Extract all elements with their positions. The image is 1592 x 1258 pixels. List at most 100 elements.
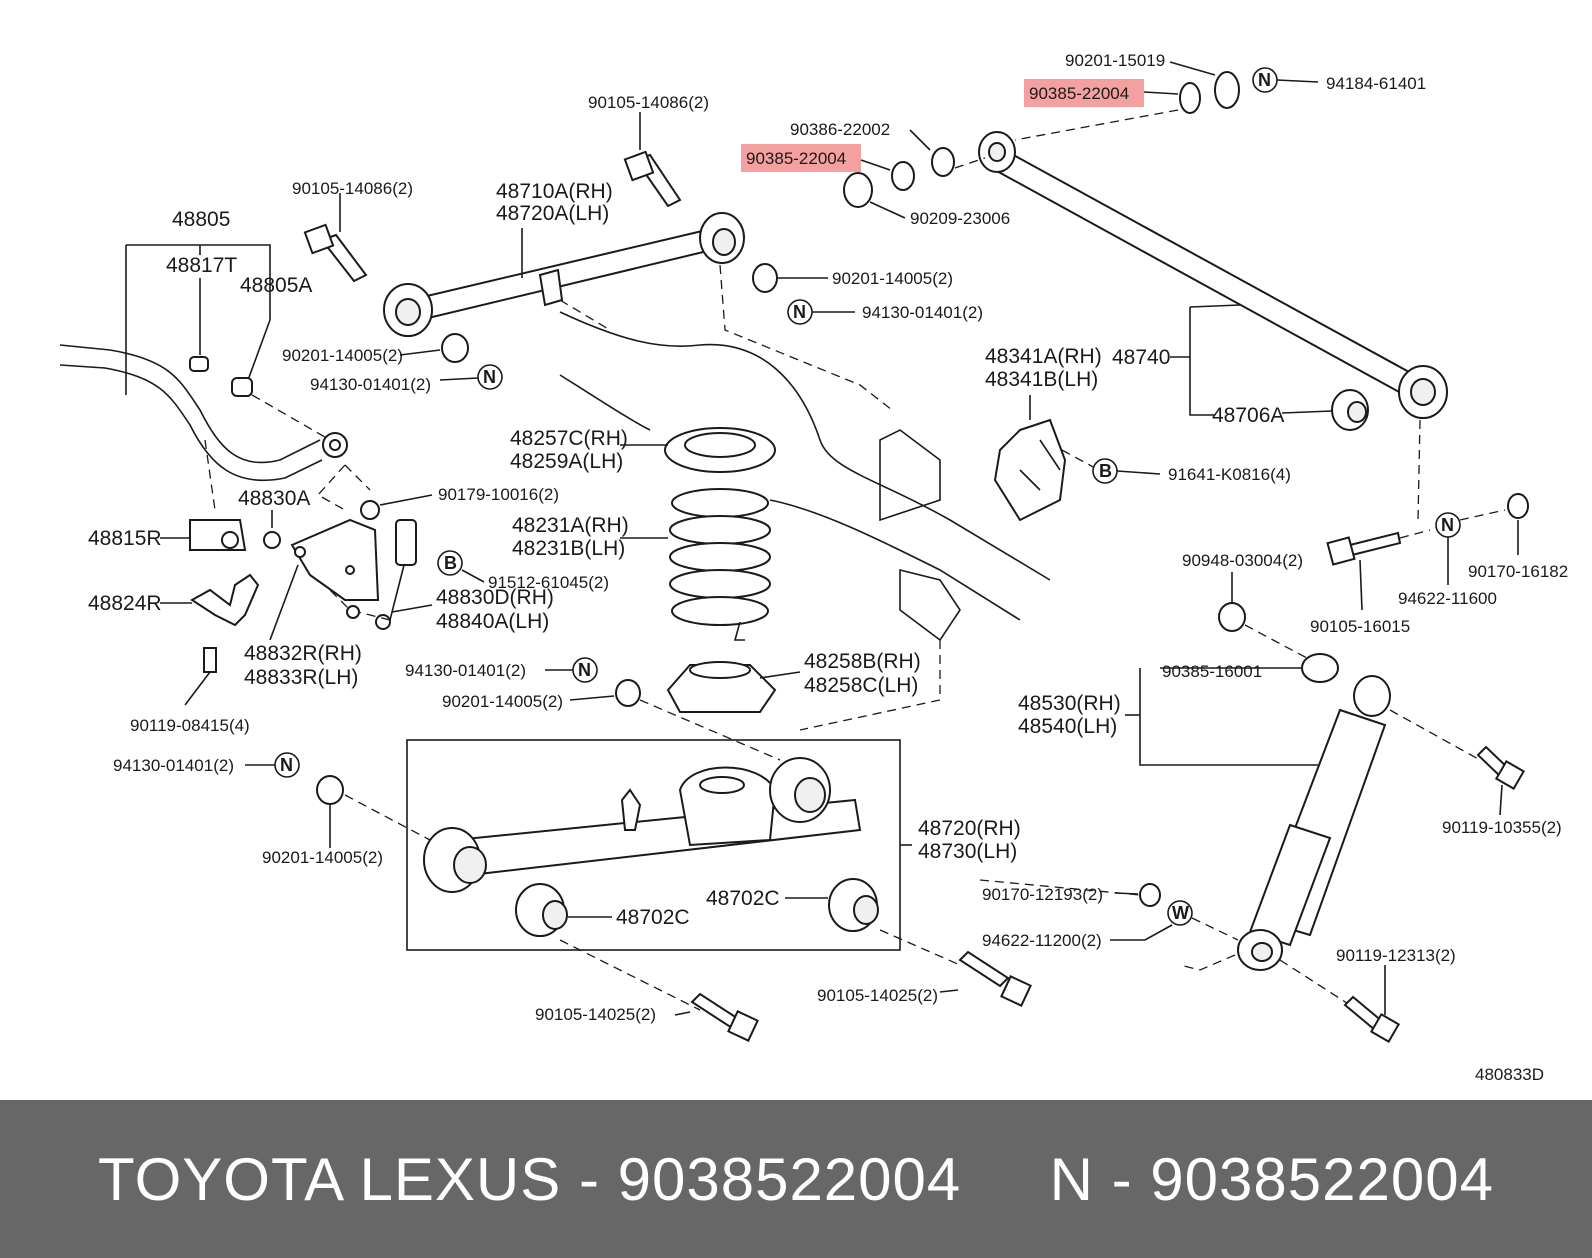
part-48530-shock-absorber: 90385-16001 48530(RH) 48540(LH) [1018, 653, 1481, 1006]
label-48710a: 48710A(RH) [496, 180, 613, 203]
label-48231a: 48231A(RH) [512, 514, 629, 537]
footer-bar: TOYOTA LEXUS - 9038522004 N - 9038522004 [0, 1100, 1592, 1258]
lower-arm-assembly-box: 48720(RH) 48730(LH) [406, 739, 1021, 951]
label-48840a: 48840A(LH) [436, 610, 549, 633]
part-90170-12193: 90170-12193(2) [979, 879, 1161, 907]
label-48832r: 48832R(RH) [244, 642, 362, 665]
part-90119-08415: 90119-08415(4) [130, 647, 250, 735]
circle-n-c: N [483, 367, 496, 387]
highlight-90385-22004-a [1024, 79, 1144, 107]
bolt-90105-16015: 90105-16015 [1310, 529, 1431, 636]
part-90105-14086-b: 90105-14086(2) [292, 179, 413, 283]
label-90105-14025-b: 90105-14025(2) [817, 986, 938, 1005]
nut-94622-11200: W 94622-11200(2) [982, 900, 1239, 950]
label-90201-15019: 90201-15019 [1065, 51, 1165, 70]
circle-n-94184: N [1258, 70, 1271, 90]
label-90119-08415: 90119-08415(4) [130, 716, 250, 735]
nut-94184: N 94184-61401 [1252, 67, 1426, 93]
label-94622-11200: 94622-11200(2) [982, 931, 1102, 950]
label-90209: 90209-23006 [910, 209, 1010, 228]
washer-90201-d: 90201-14005(2) [442, 679, 781, 761]
label-48805: 48805 [172, 208, 230, 231]
label-90948: 90948-03004(2) [1182, 551, 1303, 570]
circle-n-94622: N [1441, 515, 1454, 535]
label-90201-14005-d: 90201-14005(2) [442, 692, 563, 711]
circle-w-94622: W [1172, 903, 1189, 923]
part-48740-lateral-rod: 48740 48706A [978, 131, 1448, 521]
part-48231a-coil-spring: 48231A(RH) 48231B(LH) [512, 488, 771, 641]
label-48231b: 48231B(LH) [512, 537, 625, 560]
label-90170-12193: 90170-12193(2) [982, 885, 1103, 904]
part-48710a: 48710A(RH) 48720A(LH) [383, 180, 893, 411]
part-90105-14086-a: 90105-14086(2) [588, 93, 709, 208]
label-94130-01401-d: 94130-01401(2) [405, 661, 526, 680]
label-group-48805: 48805 48817T 48805A [125, 208, 331, 511]
label-90201-14005-e: 90201-14005(2) [262, 848, 383, 867]
label-48258c: 48258C(LH) [804, 674, 918, 697]
label-48815r: 48815R [88, 527, 162, 550]
label-48702c-a: 48702C [616, 906, 690, 929]
part-48830d: 48830D(RH) 48840A(LH) [329, 519, 554, 633]
label-90170-16182: 90170-16182 [1468, 562, 1568, 581]
circle-n-b: N [793, 302, 806, 322]
part-90948-03004: 90948-03004(2) [1182, 551, 1321, 666]
label-91512: 91512-61045(2) [488, 573, 609, 592]
label-48540: 48540(LH) [1018, 715, 1117, 738]
bolt-90105-14025-a: 90105-14025(2) [535, 939, 759, 1042]
label-90179-10016: 90179-10016(2) [438, 485, 559, 504]
label-48817t: 48817T [166, 254, 237, 277]
label-90119-10355: 90119-10355(2) [1442, 818, 1562, 837]
circle-b-91641: B [1099, 461, 1112, 481]
label-94130-01401-b: 94130-01401(2) [862, 303, 983, 322]
part-90209-23006: 90209-23006 [843, 172, 1010, 228]
stabilizer-bar [59, 344, 348, 482]
label-48740: 48740 [1112, 346, 1170, 369]
nut-94130-e: N 94130-01401(2) [113, 752, 300, 778]
bolt-90119-12313: 90119-12313(2) [1336, 946, 1456, 1044]
circle-n-e: N [280, 755, 293, 775]
part-90179-10016: 90179-10016(2) [316, 464, 559, 520]
label-48258b: 48258B(RH) [804, 650, 921, 673]
part-48702c-a: 48702C [515, 883, 690, 937]
part-48832r: 48832R(RH) 48833R(LH) [244, 518, 380, 689]
washer-90201-c: 90201-14005(2) [282, 333, 469, 365]
label-48720a: 48720A(LH) [496, 202, 609, 225]
part-48824r: 48824R [88, 573, 260, 627]
footer-part-number-text: TOYOTA LEXUS - 9038522004 N - 9038522004 [98, 1145, 1494, 1213]
label-90105-14086-b: 90105-14086(2) [292, 179, 413, 198]
washer-90201-b: 90201-14005(2) [752, 263, 953, 293]
label-48833r: 48833R(LH) [244, 666, 358, 689]
part-48258b-spring-seat: 48258B(RH) 48258C(LH) [666, 640, 941, 731]
label-48824r: 48824R [88, 592, 162, 615]
circle-n-d: N [578, 660, 591, 680]
label-48257c: 48257C(RH) [510, 427, 628, 450]
part-48702c-b: 48702C [706, 878, 879, 932]
label-94130-01401-c: 94130-01401(2) [310, 375, 431, 394]
diagram-code: 480833D [1475, 1065, 1544, 1084]
label-48341b: 48341B(LH) [985, 368, 1098, 391]
label-90385-22004-b: 90385-22004 [746, 149, 846, 168]
label-48259a: 48259A(LH) [510, 450, 623, 473]
label-48706a: 48706A [1212, 404, 1284, 427]
callout-91512: B 91512-61045(2) [437, 550, 609, 592]
nut-94130-b: N 94130-01401(2) [787, 299, 983, 325]
vehicle-frame-outline [559, 311, 1051, 642]
nut-94130-d: N 94130-01401(2) [405, 657, 598, 683]
part-90385-22004-b: 90385-22004 [741, 144, 986, 191]
label-90105-14086-a: 90105-14086(2) [588, 93, 709, 112]
bolt-90105-14025-b: 90105-14025(2) [817, 929, 1032, 1007]
label-90385-22004-a: 90385-22004 [1029, 84, 1129, 103]
label-90386: 90386-22002 [790, 120, 890, 139]
label-90105-14025-a: 90105-14025(2) [535, 1005, 656, 1024]
highlight-90385-22004-b [741, 144, 861, 172]
label-48530: 48530(RH) [1018, 692, 1121, 715]
label-94184: 94184-61401 [1326, 74, 1426, 93]
label-90201-14005-c: 90201-14005(2) [282, 346, 403, 365]
bolt-90119-10355: 90119-10355(2) [1442, 745, 1562, 837]
nut-94130-c: N 94130-01401(2) [310, 364, 503, 394]
part-90170-16182: 90170-16182 [1468, 493, 1568, 581]
label-48830d: 48830D(RH) [436, 586, 554, 609]
label-90385-16001: 90385-16001 [1162, 662, 1262, 681]
parts-diagram: 48805 48817T 48805A 48815R 48824R 90119-… [59, 51, 1569, 1084]
label-91641: 91641-K0816(4) [1168, 465, 1291, 484]
